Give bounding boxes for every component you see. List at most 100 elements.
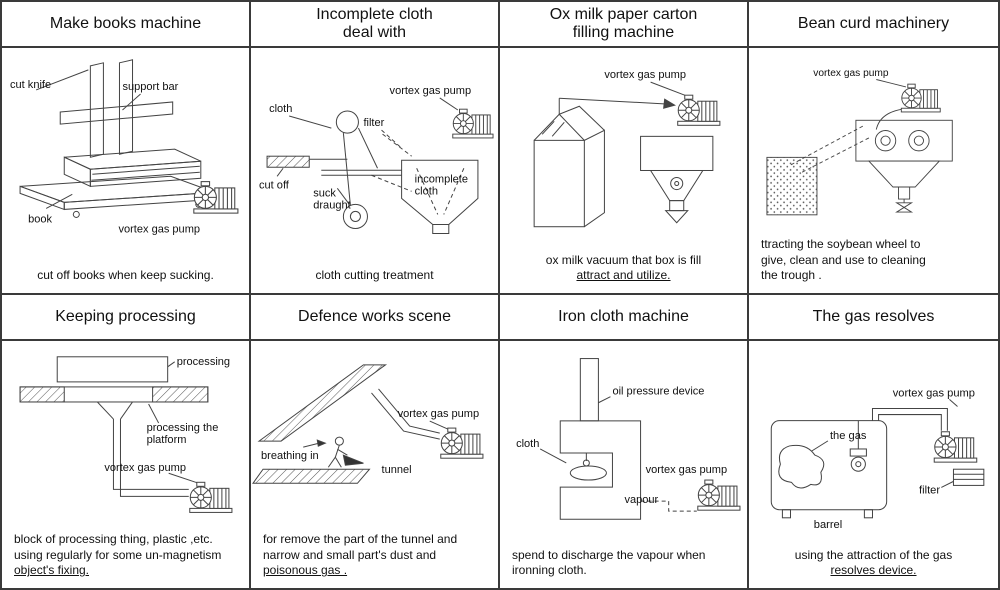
- panel-title: Defence works scene: [251, 295, 498, 341]
- label-vortex-gas-pump: vortex gas pump: [646, 464, 728, 476]
- bean-curd-drawing: [766, 79, 953, 216]
- label-cloth: cloth: [516, 438, 539, 450]
- carton-filling-drawing: [533, 81, 714, 228]
- vortex-gas-pump-icon: [440, 427, 484, 459]
- cloth-machine-drawing: [266, 97, 479, 235]
- caption-underline-text: attract and utilize.: [576, 268, 671, 283]
- panel-title: Make books machine: [2, 2, 249, 48]
- label-cut-off: cut off: [259, 179, 290, 191]
- caption-text: ox milk vacuum that box is fill: [545, 252, 702, 267]
- diagram-svg: vortex gas pump breathing in tunnel: [252, 364, 484, 484]
- diagram-svg: vortex gas pump the gas barrel filter: [770, 387, 985, 531]
- label-book: book: [28, 213, 52, 225]
- panel-iron-cloth-machine: Iron cloth machine oil pressure device c…: [500, 295, 749, 588]
- caption-text: using the attraction of the gas: [794, 547, 953, 562]
- caption-text: cut off books when keep sucking.: [37, 268, 214, 283]
- panel-caption: ox milk vacuum that box is fill attract …: [500, 251, 747, 293]
- label-vortex-gas-pump: vortex gas pump: [398, 408, 480, 420]
- label-vortex-gas-pump: vortex gas pump: [604, 69, 686, 81]
- diagram-svg: cut knife support bar book vortex gas pu…: [10, 59, 239, 236]
- label-vortex-gas-pump: vortex gas pump: [813, 68, 889, 79]
- panel-keeping-processing: Keeping processing processi: [2, 295, 251, 588]
- label-support-bar: support bar: [122, 81, 178, 93]
- panel-caption: block of processing thing, plastic ,etc.…: [2, 530, 249, 588]
- gas-resolver-drawing: [770, 398, 985, 519]
- diagram-make-books-machine: cut knife support bar book vortex gas pu…: [2, 48, 249, 266]
- label-filter: filter: [919, 485, 940, 497]
- panel-title-text: The gas resolves: [812, 308, 935, 326]
- panel-the-gas-resolves: The gas resolves: [749, 295, 998, 588]
- diagram-the-gas-resolves: vortex gas pump the gas barrel filter: [749, 341, 998, 546]
- panel-title-text: Keeping processing: [55, 308, 196, 326]
- diagram-defence-works-scene: vortex gas pump breathing in tunnel: [251, 341, 498, 530]
- panel-defence-works-scene: Defence works scene: [251, 295, 500, 588]
- label-vortex-gas-pump: vortex gas pump: [118, 224, 200, 236]
- caption-underline-text: poisonous gas .: [263, 563, 348, 578]
- vortex-gas-pump-icon: [189, 481, 233, 513]
- label-processing: processing: [177, 356, 230, 368]
- caption-text: cloth cutting treatment: [315, 268, 434, 283]
- caption-underline-text: resolves device.: [830, 563, 917, 578]
- diagram-svg: vortex gas pump: [766, 68, 953, 216]
- label-vortex-gas-pump: vortex gas pump: [104, 462, 186, 474]
- panel-caption: cloth cutting treatment: [251, 266, 498, 293]
- caption-underline-text: object's fixing.: [14, 563, 89, 578]
- label-barrel: barrel: [814, 519, 842, 531]
- vortex-gas-pump-icon: [677, 94, 721, 126]
- label-vapour: vapour: [625, 494, 659, 506]
- caption-text: block of processing thing, plastic ,etc.…: [14, 532, 222, 562]
- panel-caption: cut off books when keep sucking.: [2, 266, 249, 293]
- label-filter: filter: [363, 117, 384, 129]
- vortex-gas-pump-icon: [193, 181, 239, 214]
- label-vortex-gas-pump: vortex gas pump: [893, 387, 975, 399]
- panel-title-text: Make books machine: [49, 15, 202, 33]
- vortex-gas-pump-icon: [452, 108, 494, 139]
- diagram-iron-cloth-machine: oil pressure device cloth vortex gas pum…: [500, 341, 747, 546]
- panel-title-text: Defence works scene: [298, 308, 451, 326]
- label-breathing-in: breathing in: [261, 450, 319, 462]
- vortex-gas-pump-icon: [933, 431, 978, 463]
- panel-title: Iron cloth machine: [500, 295, 747, 341]
- panel-title-text: Iron cloth machine: [558, 308, 689, 326]
- panel-caption: using the attraction of the gas resolves…: [749, 546, 998, 588]
- label-oil-pressure-device: oil pressure device: [612, 386, 704, 398]
- vortex-gas-pump-icon: [900, 83, 941, 113]
- diagram-bean-curd-machinery: vortex gas pump: [749, 48, 998, 235]
- label-the-gas: the gas: [830, 430, 867, 442]
- panel-title-text: Bean curd machinery: [797, 15, 950, 33]
- tunnel-drawing: [252, 364, 449, 484]
- panel-title: Bean curd machinery: [749, 2, 998, 48]
- vortex-gas-pump-icon: [697, 479, 741, 511]
- diagram-ox-milk-carton: vortex gas pump: [500, 48, 747, 251]
- press-drawing: [539, 358, 697, 520]
- panel-bean-curd-machinery: Bean curd machinery: [749, 2, 998, 295]
- panel-title: Keeping processing: [2, 295, 249, 341]
- diagram-svg: vortex gas pump: [533, 69, 721, 228]
- diagram-svg: vortex gas pump cloth filter cut off suc…: [259, 85, 494, 235]
- panel-title: The gas resolves: [749, 295, 998, 341]
- processing-drawing: [19, 356, 209, 497]
- panel-make-books-machine: Make books machine: [2, 2, 251, 295]
- diagram-incomplete-cloth: vortex gas pump cloth filter cut off suc…: [251, 48, 498, 266]
- label-vortex-gas-pump: vortex gas pump: [390, 85, 472, 97]
- label-tunnel: tunnel: [382, 464, 412, 476]
- label-cloth: cloth: [269, 103, 292, 115]
- diagram-svg: oil pressure device cloth vortex gas pum…: [516, 358, 741, 520]
